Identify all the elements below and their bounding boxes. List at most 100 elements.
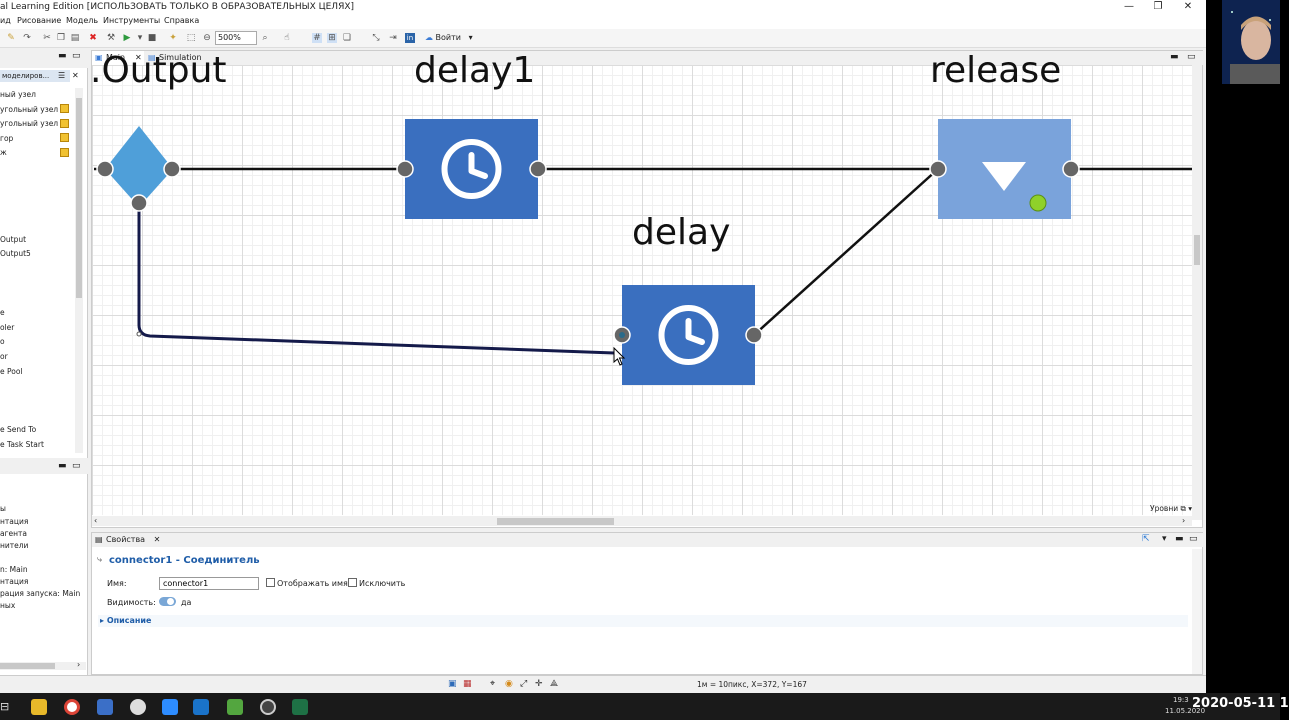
- connect-icon[interactable]: ⤡: [372, 33, 380, 43]
- clock-app-icon[interactable]: [260, 699, 276, 715]
- layers-icon[interactable]: ❏: [342, 33, 352, 43]
- palette-menu-icon[interactable]: ☰: [58, 71, 66, 80]
- save-icon[interactable]: ✎: [7, 33, 15, 43]
- maximize-editor-icon[interactable]: ▭: [1187, 52, 1196, 62]
- description-section[interactable]: ▸ Описание: [98, 615, 1188, 627]
- tree-item[interactable]: рация запуска: Main: [0, 589, 81, 598]
- scroll-right-icon[interactable]: ›: [77, 660, 81, 669]
- zoom-icon[interactable]: [162, 699, 178, 715]
- connector1-selected[interactable]: [137, 203, 615, 355]
- zoom-area-icon[interactable]: ⬚: [186, 33, 196, 43]
- minimize-view-icon[interactable]: ▬: [58, 461, 67, 471]
- snap-icon[interactable]: ⊞: [327, 33, 337, 43]
- task-view-icon[interactable]: ⊟: [0, 700, 10, 713]
- tree-item[interactable]: ных: [0, 601, 16, 610]
- projects-hscrollbar[interactable]: ›: [0, 660, 86, 670]
- app-icon[interactable]: [130, 699, 146, 715]
- zoom-fit-icon[interactable]: ⌕: [262, 33, 268, 43]
- port[interactable]: [745, 326, 763, 344]
- connector-handle[interactable]: [136, 331, 142, 337]
- projects-scroll-thumb[interactable]: [0, 663, 55, 669]
- palette-close-icon[interactable]: ✕: [72, 71, 79, 80]
- canvas-vscroll-thumb[interactable]: [1194, 235, 1200, 265]
- close-button[interactable]: ✕: [1183, 1, 1193, 12]
- run-icon[interactable]: ▶: [123, 33, 131, 43]
- export-icon[interactable]: ⇥: [389, 33, 397, 43]
- grid-icon[interactable]: #: [312, 33, 322, 43]
- palette-item[interactable]: ж: [0, 148, 7, 157]
- delete-icon[interactable]: ✖: [89, 33, 97, 43]
- palette-scroll-thumb[interactable]: [76, 98, 82, 298]
- palette-block[interactable]: e Pool: [0, 367, 23, 376]
- tab-close-icon[interactable]: ✕: [135, 53, 142, 62]
- tree-item[interactable]: нители: [0, 541, 29, 550]
- palette-block[interactable]: or: [0, 352, 8, 361]
- status-icon[interactable]: ▦: [463, 679, 472, 689]
- show-name-checkbox[interactable]: [266, 578, 275, 587]
- properties-tab[interactable]: ▤ Свойства ✕: [92, 533, 160, 547]
- maximize-view-icon[interactable]: ▭: [72, 461, 81, 471]
- maximize-view-icon[interactable]: ▭: [72, 51, 81, 61]
- menu-tools[interactable]: Инструменты: [103, 16, 161, 25]
- minimize-view-icon[interactable]: ▬: [58, 51, 67, 61]
- copy-icon[interactable]: ❐: [56, 33, 66, 43]
- menu-model[interactable]: Модель: [66, 16, 99, 25]
- tree-item[interactable]: нтация: [0, 517, 29, 526]
- properties-scrollbar[interactable]: [1192, 549, 1202, 674]
- selectoutput-block[interactable]: [105, 126, 173, 207]
- redo-icon[interactable]: ↷: [23, 33, 31, 43]
- canvas-hscroll-thumb[interactable]: [497, 518, 614, 525]
- menu-draw[interactable]: Рисование: [17, 16, 62, 25]
- pointer-icon[interactable]: ☝: [284, 33, 290, 43]
- maximize-properties-icon[interactable]: ▭: [1189, 534, 1198, 544]
- palette-block[interactable]: e Task Start: [0, 440, 44, 449]
- wand-icon[interactable]: ✦: [169, 33, 177, 43]
- paste-icon[interactable]: ▤: [70, 33, 80, 43]
- restore-button[interactable]: ❐: [1153, 1, 1163, 12]
- port[interactable]: [396, 160, 414, 178]
- canvas-vscrollbar[interactable]: [1192, 65, 1202, 520]
- zoom-combo[interactable]: 500%: [215, 31, 257, 45]
- status-icon[interactable]: ◉: [505, 679, 513, 689]
- name-input[interactable]: [159, 577, 259, 590]
- port[interactable]: [929, 160, 947, 178]
- palette-item[interactable]: угольный узел: [0, 105, 59, 114]
- chrome-icon[interactable]: [64, 699, 80, 715]
- palette-block[interactable]: Output: [0, 235, 27, 244]
- view-menu-icon[interactable]: ▾: [1162, 534, 1167, 544]
- tree-item[interactable]: ы: [0, 504, 6, 513]
- palette-scrollbar[interactable]: [75, 88, 83, 453]
- port[interactable]: [1062, 160, 1080, 178]
- run-dropdown-icon[interactable]: ▾: [137, 33, 143, 43]
- palette-block[interactable]: e Send To: [0, 425, 37, 434]
- tree-item[interactable]: n: Main: [0, 565, 28, 574]
- port[interactable]: [529, 160, 547, 178]
- build-icon[interactable]: ⚒: [106, 33, 116, 43]
- properties-close-icon[interactable]: ✕: [153, 535, 161, 544]
- file-explorer-icon[interactable]: [31, 699, 47, 715]
- scroll-left-icon[interactable]: ‹: [94, 516, 98, 525]
- status-icon[interactable]: ⟁: [550, 679, 559, 689]
- tree-item[interactable]: нтация: [0, 577, 29, 586]
- status-icon[interactable]: ✛: [535, 679, 543, 689]
- tab-simulation[interactable]: ▤ Simulation: [145, 51, 225, 65]
- status-icon[interactable]: ⌖: [490, 679, 496, 689]
- visibility-toggle[interactable]: [159, 597, 176, 606]
- minimize-editor-icon[interactable]: ▬: [1170, 52, 1179, 62]
- linkedin-icon[interactable]: in: [405, 33, 415, 43]
- zoom-out-icon[interactable]: ⊖: [203, 33, 211, 43]
- status-icon[interactable]: ▣: [448, 679, 457, 689]
- stop-icon[interactable]: ■: [147, 33, 157, 43]
- tree-item[interactable]: агента: [0, 529, 28, 538]
- connector-delay-release[interactable]: [753, 168, 939, 336]
- palette-tab[interactable]: моделиров...: [0, 70, 70, 82]
- palette-block[interactable]: Output5: [0, 249, 31, 258]
- excel-icon[interactable]: [292, 699, 308, 715]
- palette-block[interactable]: e: [0, 308, 5, 317]
- port[interactable]: [163, 160, 181, 178]
- scroll-right-icon[interactable]: ›: [1182, 516, 1186, 525]
- minimize-properties-icon[interactable]: ▬: [1175, 534, 1184, 544]
- minimize-button[interactable]: —: [1124, 1, 1134, 12]
- palette-block[interactable]: o: [0, 337, 5, 346]
- login-button[interactable]: ☁ Войти ▾: [425, 33, 473, 42]
